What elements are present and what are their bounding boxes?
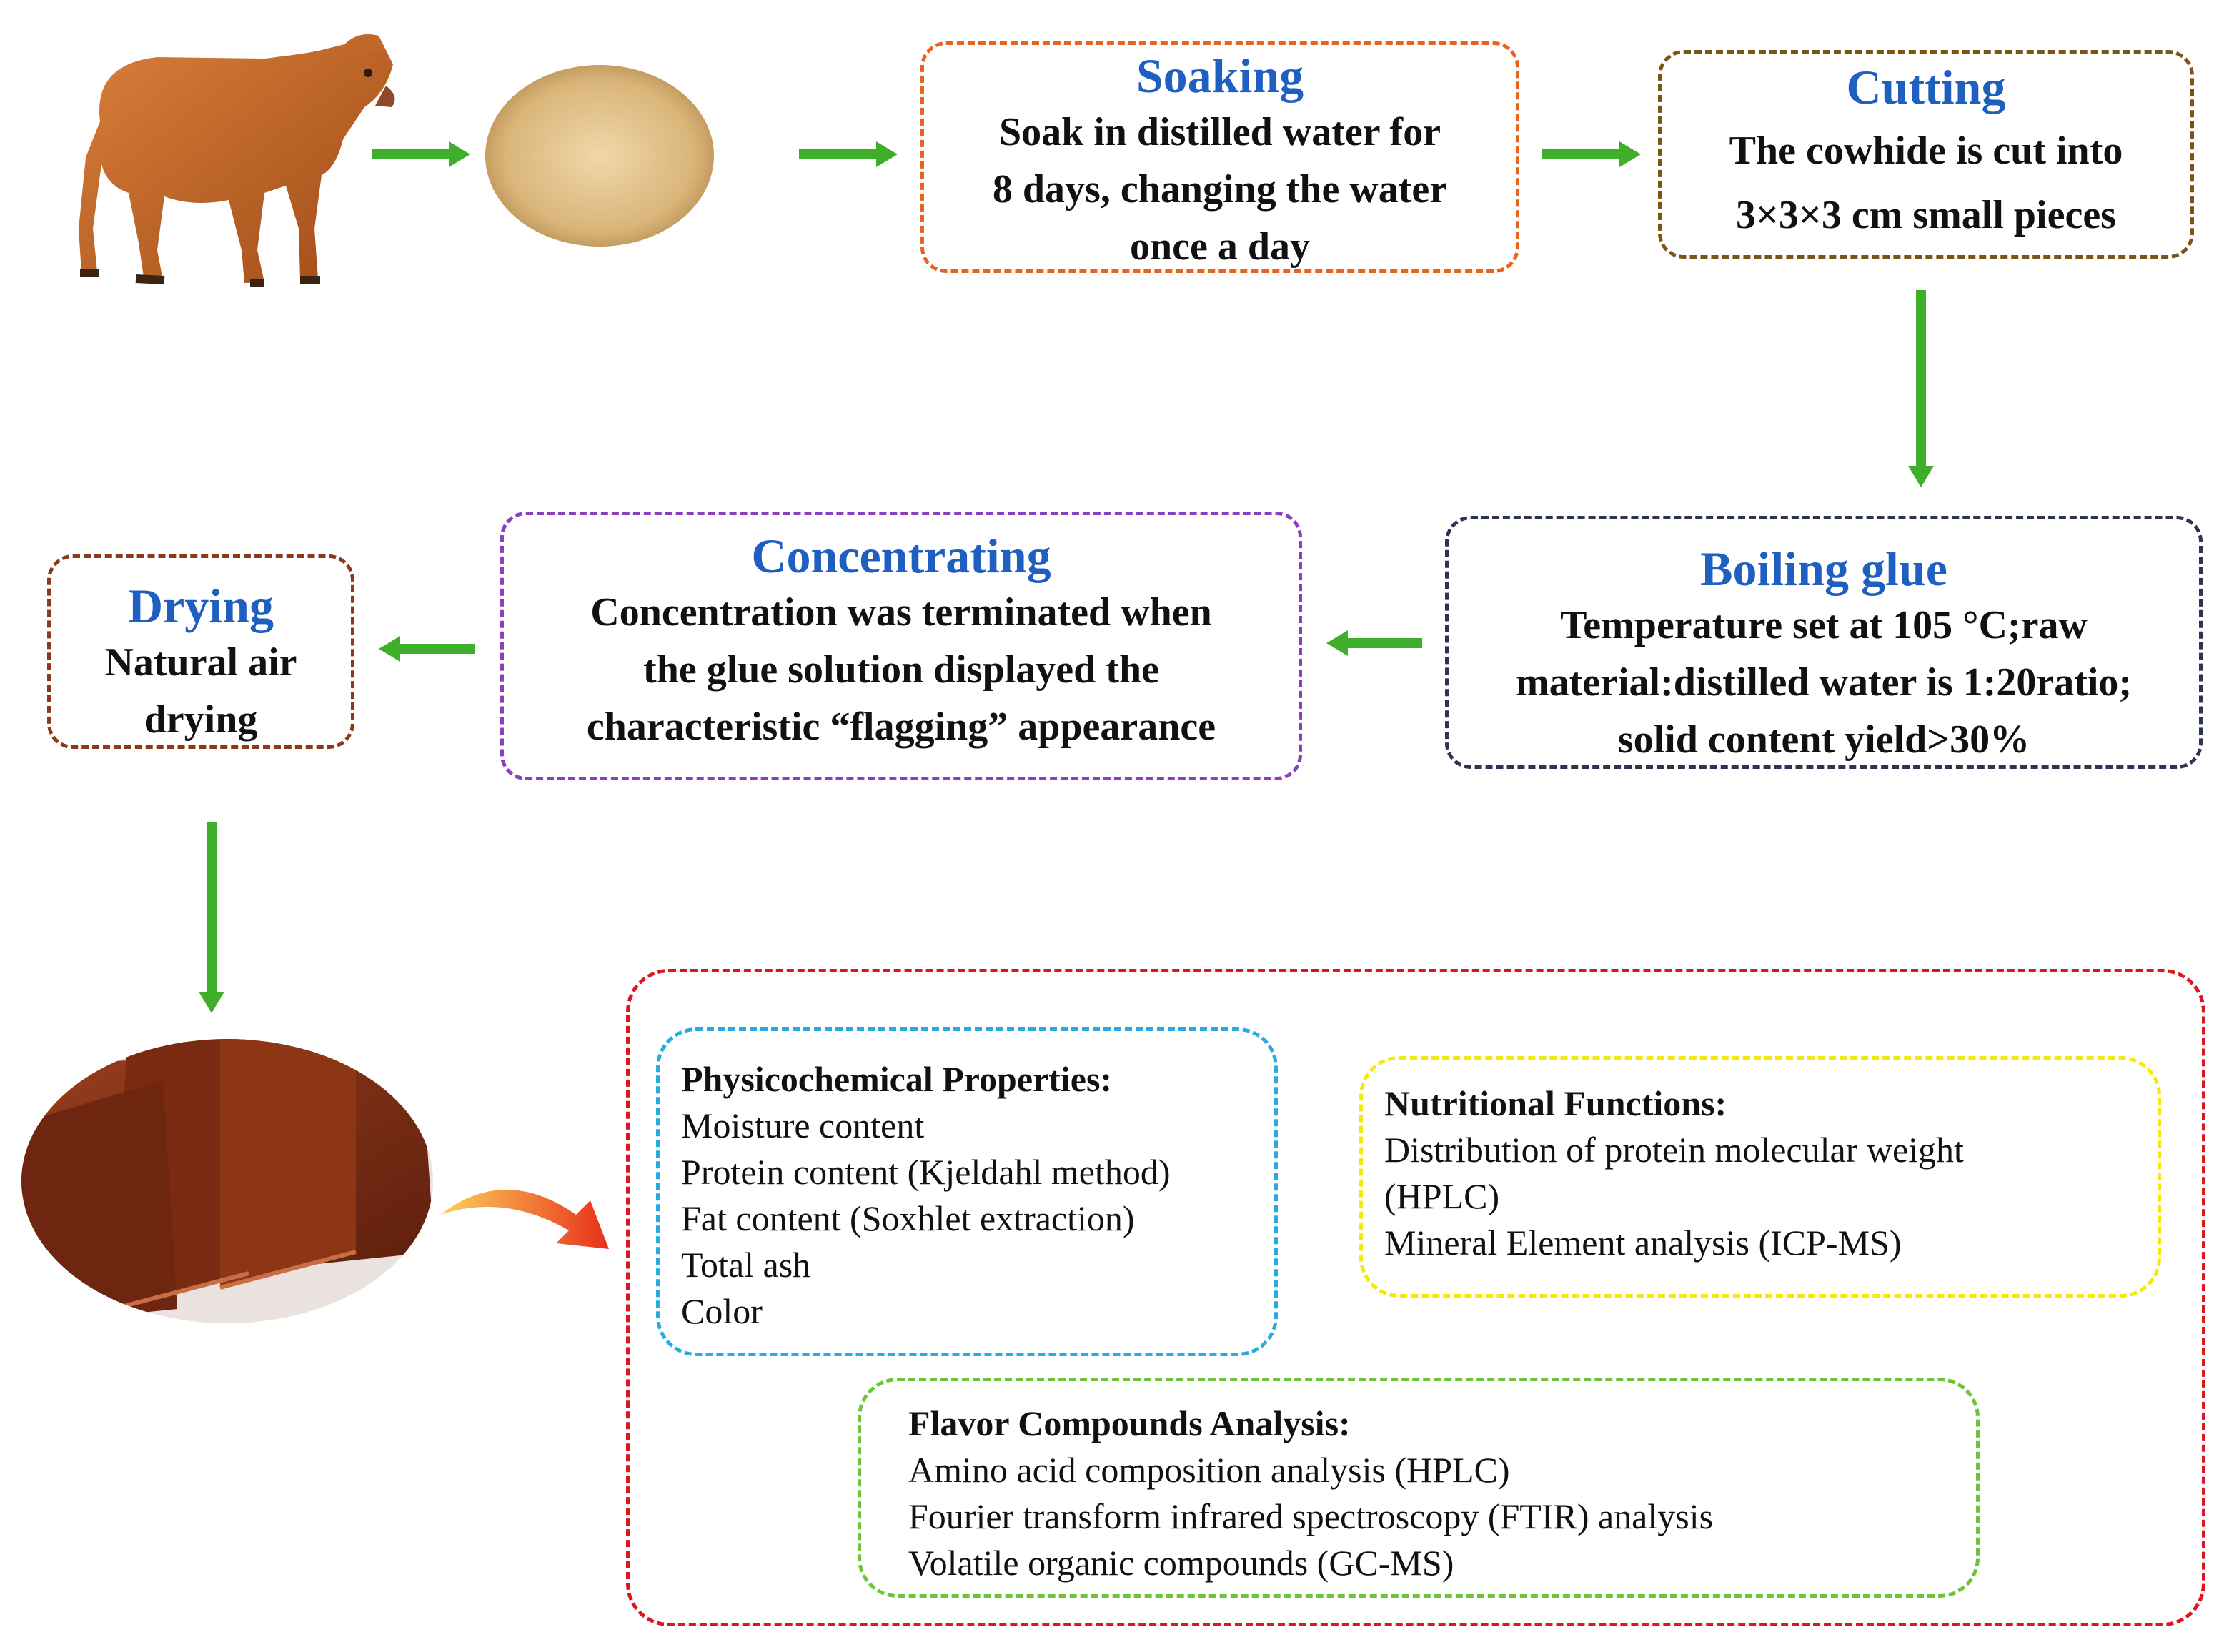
concentrating-line: characteristic “flagging” appearance (586, 705, 1216, 749)
soaking-line: Soak in distilled water for (998, 110, 1441, 154)
cutting-line: The cowhide is cut into (1729, 129, 2123, 173)
drying-step-box: Drying Natural air drying (47, 554, 354, 749)
physicochemical-item: Protein content (Kjeldahl method) (681, 1152, 1171, 1192)
boiling-line: Temperature set at 105 °C;raw (1560, 603, 2088, 647)
flow-arrow-right-icon (799, 141, 898, 167)
nutritional-box: Nutritional Functions: Distribution of p… (1359, 1056, 2161, 1298)
drying-line: Natural air (104, 640, 297, 685)
soaking-step-box: Soaking Soak in distilled water for 8 da… (920, 41, 1519, 273)
flow-arrow-right-icon (372, 141, 470, 167)
boiling-line: material:distilled water is 1:20ratio; (1515, 660, 2133, 705)
boiling-title: Boiling glue (1700, 542, 1947, 596)
physicochemical-box: Physicochemical Properties: Moisture con… (656, 1027, 1278, 1356)
cowhide-image (485, 65, 714, 247)
nutritional-item: (HPLC) (1384, 1176, 1500, 1216)
nutritional-heading: Nutritional Functions: (1384, 1083, 1727, 1123)
soaking-title: Soaking (1136, 49, 1304, 103)
flow-arrow-left-icon (1326, 630, 1422, 656)
concentrating-line: Concentration was terminated when (590, 590, 1212, 635)
nutritional-item: Distribution of protein molecular weight (1384, 1130, 1964, 1170)
cutting-step-box: Cutting The cowhide is cut into 3×3×3 cm… (1658, 50, 2194, 259)
flow-arrow-left-icon (379, 636, 475, 662)
cow-image (79, 34, 395, 287)
drying-line: drying (144, 697, 258, 742)
soaking-line: once a day (1130, 224, 1310, 269)
physicochemical-item: Moisture content (681, 1105, 925, 1145)
flavor-box: Flavor Compounds Analysis: Amino acid co… (858, 1378, 1980, 1598)
flavor-item: Amino acid composition analysis (HPLC) (908, 1450, 1510, 1490)
physicochemical-item: Fat content (Soxhlet extraction) (681, 1198, 1135, 1238)
curved-arrow-icon (440, 1190, 609, 1249)
nutritional-item: Mineral Element analysis (ICP-MS) (1384, 1223, 1902, 1263)
soaking-line: 8 days, changing the water (992, 167, 1448, 212)
flavor-item: Fourier transform infrared spectroscopy … (908, 1496, 1714, 1536)
boiling-line: solid content yield>30% (1617, 717, 2030, 762)
concentrating-line: the glue solution displayed the (643, 647, 1159, 692)
analysis-container (626, 969, 2205, 1626)
flow-arrow-right-icon (1542, 141, 1641, 167)
flavor-item: Volatile organic compounds (GC-MS) (908, 1543, 1454, 1583)
concentrating-step-box: Concentrating Concentration was terminat… (500, 512, 1302, 780)
concentrating-title: Concentrating (751, 529, 1051, 583)
physicochemical-item: Color (681, 1291, 763, 1331)
physicochemical-heading: Physicochemical Properties: (681, 1059, 1113, 1099)
flavor-heading: Flavor Compounds Analysis: (908, 1403, 1351, 1443)
glue-blocks-image (21, 1039, 433, 1323)
boiling-step-box: Boiling glue Temperature set at 105 °C;r… (1445, 516, 2203, 769)
flow-arrow-down-icon (199, 822, 224, 1013)
drying-title: Drying (128, 579, 274, 633)
cutting-line: 3×3×3 cm small pieces (1736, 193, 2116, 237)
flow-arrow-down-icon (1908, 290, 1934, 487)
physicochemical-item: Total ash (681, 1245, 811, 1285)
cutting-title: Cutting (1846, 60, 2006, 114)
